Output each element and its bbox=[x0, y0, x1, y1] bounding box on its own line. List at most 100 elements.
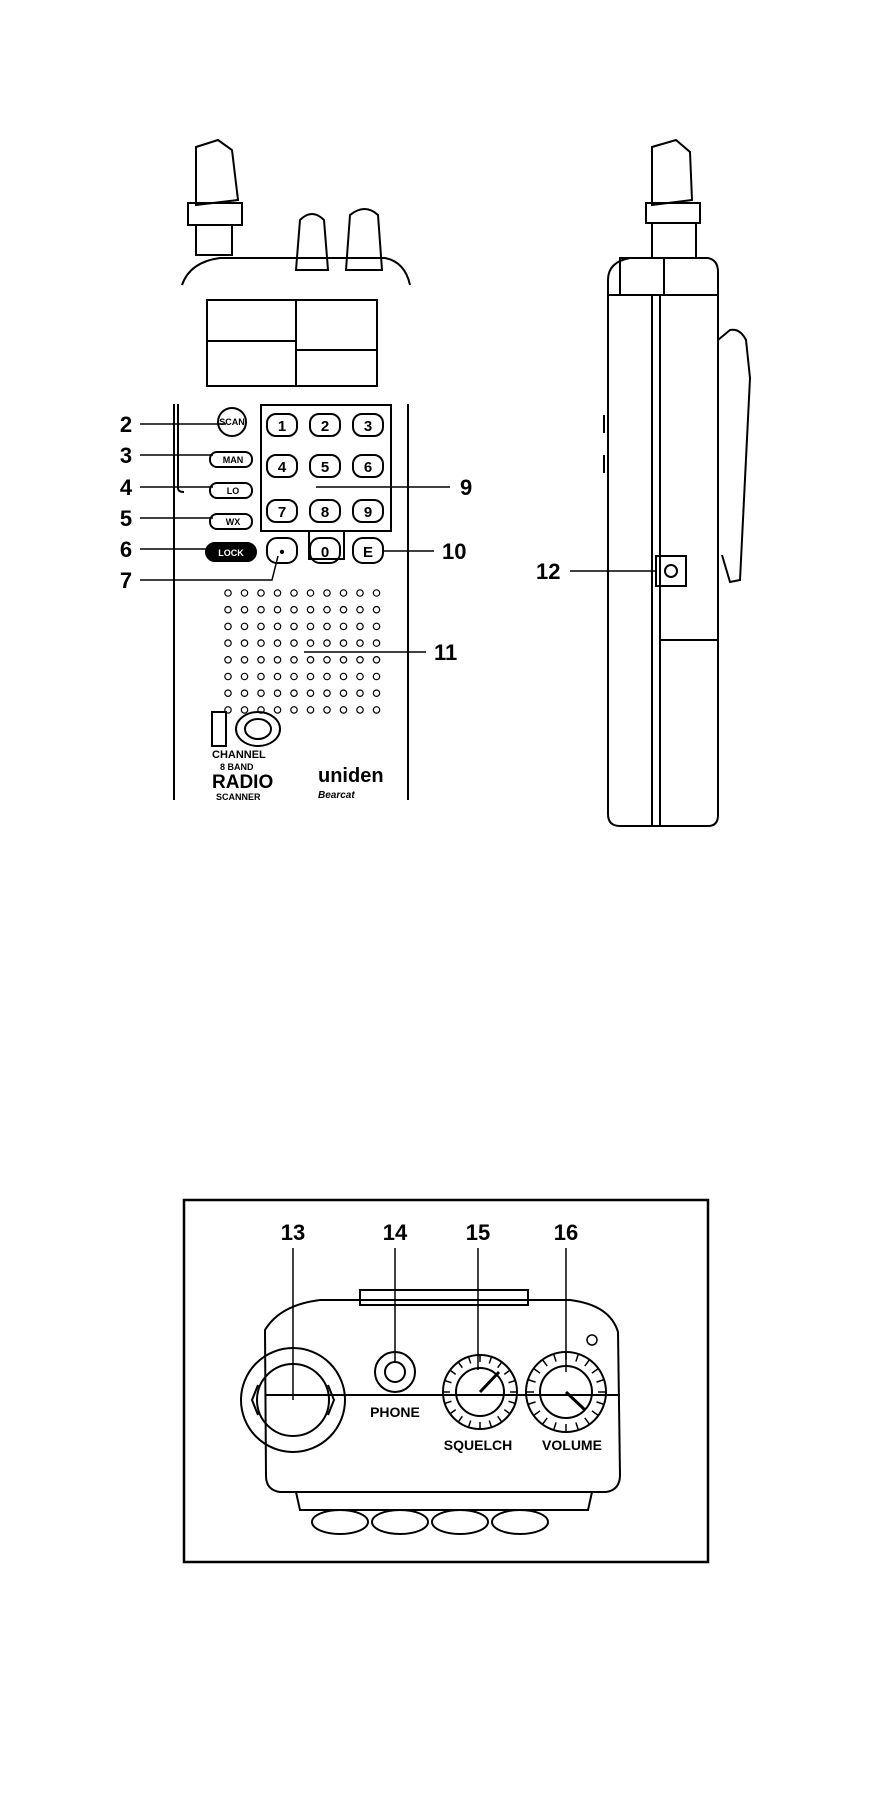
grille-hole bbox=[373, 607, 379, 613]
grille-hole bbox=[373, 623, 379, 629]
knob-serration bbox=[509, 1401, 516, 1403]
lock-button-label: LOCK bbox=[218, 548, 244, 558]
top-view bbox=[184, 1200, 708, 1562]
grille-hole bbox=[357, 607, 363, 613]
knob-serration bbox=[542, 1360, 547, 1366]
logo-channel: CHANNEL bbox=[212, 749, 266, 761]
knob-serration bbox=[528, 1380, 536, 1382]
knob-serration bbox=[554, 1422, 556, 1430]
logo-band: 8 BAND bbox=[220, 762, 254, 772]
grille-hole bbox=[373, 707, 379, 713]
knob-serration bbox=[445, 1381, 452, 1383]
grille-hole bbox=[340, 640, 346, 646]
grille-hole bbox=[373, 590, 379, 596]
grille-hole bbox=[258, 657, 264, 663]
grille-hole bbox=[258, 607, 264, 613]
volume-knob bbox=[346, 209, 382, 270]
grille-hole bbox=[225, 690, 231, 696]
grille-hole bbox=[357, 590, 363, 596]
grille-hole bbox=[357, 690, 363, 696]
grille-hole bbox=[357, 657, 363, 663]
knob-serration bbox=[504, 1410, 510, 1414]
grille-hole bbox=[241, 673, 247, 679]
brand-uniden: uniden bbox=[318, 765, 384, 787]
grille-hole bbox=[307, 707, 313, 713]
knob-serration bbox=[469, 1357, 471, 1364]
grille-hole bbox=[225, 673, 231, 679]
grille-hole bbox=[274, 607, 280, 613]
knob-serration bbox=[592, 1368, 598, 1373]
grille-hole bbox=[225, 640, 231, 646]
knob-serration bbox=[585, 1418, 590, 1424]
grille-hole bbox=[225, 590, 231, 596]
callout-11: 11 bbox=[434, 640, 457, 665]
knob-serration bbox=[576, 1354, 578, 1362]
grille-hole bbox=[340, 623, 346, 629]
knob-serration bbox=[596, 1402, 604, 1404]
key-1-label: 1 bbox=[278, 418, 286, 435]
grille-hole bbox=[307, 607, 313, 613]
front-view bbox=[140, 140, 450, 800]
grille-hole bbox=[274, 657, 280, 663]
grille-hole bbox=[291, 707, 297, 713]
knob-serration bbox=[458, 1416, 462, 1422]
grille-hole bbox=[291, 640, 297, 646]
lo-button-label: LO bbox=[227, 486, 240, 496]
grille-hole bbox=[274, 690, 280, 696]
grille-hole bbox=[274, 590, 280, 596]
callout-7: 7 bbox=[120, 568, 132, 593]
knob-serration bbox=[528, 1402, 536, 1404]
grille-hole bbox=[324, 590, 330, 596]
knob-serration bbox=[489, 1357, 491, 1364]
knob-serration bbox=[554, 1354, 556, 1362]
key-6-label: 6 bbox=[364, 459, 372, 476]
grille-hole bbox=[241, 707, 247, 713]
callout-6: 6 bbox=[120, 537, 132, 562]
keypad bbox=[267, 414, 383, 563]
grille-hole bbox=[241, 690, 247, 696]
callout-16: 16 bbox=[554, 1220, 578, 1245]
callout-15: 15 bbox=[466, 1220, 490, 1245]
key-3-label: 3 bbox=[364, 418, 372, 435]
knob-serration bbox=[509, 1381, 516, 1383]
grille-hole bbox=[340, 707, 346, 713]
knob-serration bbox=[450, 1410, 456, 1414]
brand-bearcat: Bearcat bbox=[318, 790, 355, 801]
grille-hole bbox=[225, 657, 231, 663]
callout-13: 13 bbox=[281, 1220, 305, 1245]
grille-hole bbox=[291, 623, 297, 629]
knob-serration bbox=[445, 1401, 452, 1403]
grille-hole bbox=[258, 673, 264, 679]
grille-hole bbox=[324, 640, 330, 646]
grille-hole bbox=[274, 673, 280, 679]
knob-serration bbox=[592, 1411, 598, 1416]
grille-hole bbox=[307, 623, 313, 629]
callout-2: 2 bbox=[120, 412, 132, 437]
logo-radio: RADIO bbox=[212, 772, 273, 793]
callout-14: 14 bbox=[383, 1220, 408, 1245]
grille-hole bbox=[258, 623, 264, 629]
grille-hole bbox=[324, 623, 330, 629]
callout-4: 4 bbox=[120, 475, 133, 500]
callout-5: 5 bbox=[120, 506, 132, 531]
knob-serration bbox=[489, 1421, 491, 1428]
grille-hole bbox=[324, 607, 330, 613]
grille-hole bbox=[357, 673, 363, 679]
grille-hole bbox=[357, 640, 363, 646]
knob-serration bbox=[596, 1380, 604, 1382]
grille-hole bbox=[373, 657, 379, 663]
knob-serration bbox=[469, 1421, 471, 1428]
grille-hole bbox=[291, 590, 297, 596]
grille-hole bbox=[258, 640, 264, 646]
grille-hole bbox=[340, 690, 346, 696]
callout-10: 10 bbox=[442, 539, 466, 564]
knob-serration bbox=[576, 1422, 578, 1430]
grille-hole bbox=[307, 690, 313, 696]
key-enter-label: E bbox=[363, 544, 373, 561]
grille-hole bbox=[307, 657, 313, 663]
grille-hole bbox=[291, 657, 297, 663]
side-view bbox=[570, 140, 750, 826]
scan-button-label: SCAN bbox=[219, 417, 245, 427]
grille-hole bbox=[225, 607, 231, 613]
